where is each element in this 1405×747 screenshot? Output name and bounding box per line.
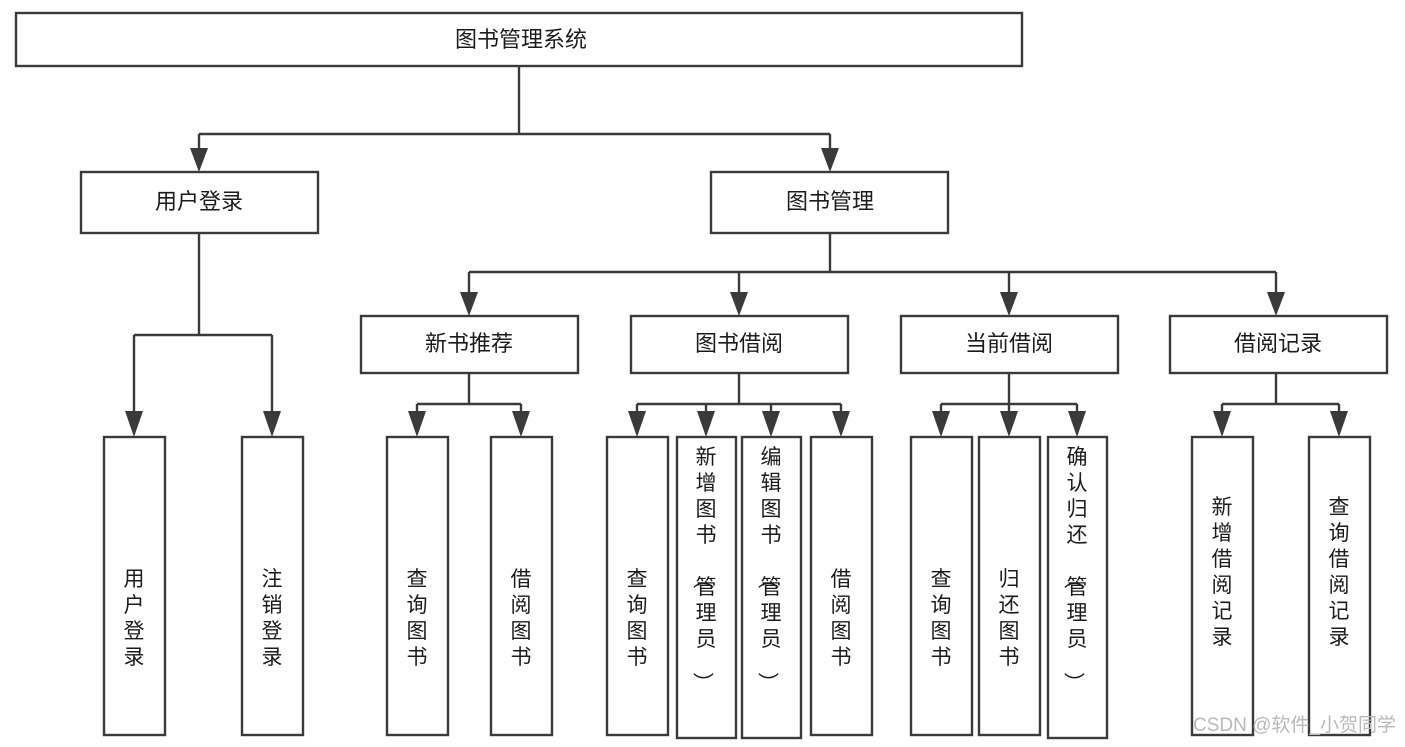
node-leaf-confirm-return-label: 确认归还（管理员） [1062, 446, 1088, 693]
node-leaf-query-book-2-box[interactable] [605, 435, 670, 737]
node-leaf-borrow-book-1-label: 借阅图书 [511, 568, 532, 669]
arrow-to-borrow-record [1267, 292, 1285, 316]
node-new-book-rec-label: 新书推荐 [425, 331, 513, 356]
node-leaf-return-book-label: 归还图书 [999, 568, 1020, 669]
node-leaf-return-book[interactable]: 归还图书 [977, 435, 1042, 737]
node-leaf-user-logout[interactable]: 注销登录 [240, 435, 305, 737]
node-leaf-user-login-label: 用户登录 [124, 568, 145, 669]
node-leaf-query-book-2[interactable]: 查询图书 [605, 435, 670, 737]
node-leaf-return-book-box[interactable] [977, 435, 1042, 737]
node-user-login[interactable]: 用户登录 [79, 170, 320, 235]
node-leaf-add-record-box[interactable] [1190, 435, 1255, 737]
watermark-label: CSDN @软件_小贺同学 [1193, 714, 1396, 736]
node-borrow-record[interactable]: 借阅记录 [1168, 314, 1389, 375]
arrow-to-book-borrow [730, 292, 748, 316]
node-book-borrow[interactable]: 图书借阅 [629, 314, 850, 375]
node-current-borrow[interactable]: 当前借阅 [899, 314, 1120, 375]
node-leaf-borrow-book-1-box[interactable] [489, 435, 554, 737]
node-book-manage-box[interactable] [709, 170, 950, 235]
arrow-leaf-add-record [1213, 411, 1231, 437]
node-user-login-box[interactable] [79, 170, 320, 235]
node-leaf-edit-book-label: 编辑图书（管理员） [756, 446, 782, 693]
node-leaf-add-record-label: 新增借阅记录 [1212, 496, 1233, 649]
node-new-book-rec-box[interactable] [359, 314, 580, 375]
connector-layer [125, 66, 1348, 437]
node-leaf-borrow-book-2-label: 借阅图书 [831, 568, 852, 669]
node-leaf-user-login-box[interactable] [102, 435, 167, 737]
node-leaf-borrow-book-1[interactable]: 借阅图书 [489, 435, 554, 737]
node-book-manage-label: 图书管理 [786, 189, 874, 214]
node-root[interactable]: 图书管理系统 [14, 11, 1024, 68]
arrow-leaf-query-book-3 [932, 411, 950, 437]
node-user-login-label: 用户登录 [155, 189, 243, 214]
arrow-leaf-borrow-book-2 [832, 411, 850, 437]
arrow-to-user-login [190, 148, 208, 172]
node-leaf-query-book-3[interactable]: 查询图书 [909, 435, 974, 737]
arrow-leaf-return-book [1000, 411, 1018, 437]
node-leaf-borrow-book-2-box[interactable] [809, 435, 874, 737]
node-leaf-user-logout-box[interactable] [240, 435, 305, 737]
arrow-leaf-query-book-2 [628, 411, 646, 437]
arrow-leaf-query-book-1 [408, 411, 426, 437]
node-leaf-add-book[interactable]: 新增图书（管理员） [675, 435, 738, 740]
node-leaf-query-record-box[interactable] [1307, 435, 1372, 737]
node-leaf-edit-book-box[interactable] [740, 435, 803, 740]
arrow-to-book-manage [821, 148, 839, 172]
node-leaf-confirm-return-box[interactable] [1046, 435, 1109, 740]
node-borrow-record-box[interactable] [1168, 314, 1389, 375]
node-leaf-edit-book[interactable]: 编辑图书（管理员） [740, 435, 803, 740]
node-leaf-user-login[interactable]: 用户登录 [102, 435, 167, 737]
arrow-to-current-borrow [1000, 292, 1018, 316]
arrow-to-new-book-rec [460, 292, 478, 316]
node-book-borrow-label: 图书借阅 [695, 331, 783, 356]
node-leaf-borrow-book-2[interactable]: 借阅图书 [809, 435, 874, 737]
arrow-leaf-user-login [125, 411, 143, 437]
node-book-manage[interactable]: 图书管理 [709, 170, 950, 235]
node-borrow-record-label: 借阅记录 [1234, 331, 1322, 356]
node-leaf-add-record[interactable]: 新增借阅记录 [1190, 435, 1255, 737]
node-leaf-confirm-return[interactable]: 确认归还（管理员） [1046, 435, 1109, 740]
node-leaf-query-book-3-label: 查询图书 [931, 568, 952, 669]
node-leaf-query-book-1[interactable]: 查询图书 [385, 435, 450, 737]
arrow-leaf-query-record [1330, 411, 1348, 437]
arrow-leaf-confirm-return [1068, 411, 1086, 437]
node-leaf-add-book-box[interactable] [675, 435, 738, 740]
node-leaf-query-book-3-box[interactable] [909, 435, 974, 737]
node-leaf-query-record[interactable]: 查询借阅记录 [1307, 435, 1372, 737]
node-leaf-query-book-1-box[interactable] [385, 435, 450, 737]
arrow-leaf-add-book [697, 411, 715, 437]
node-leaf-query-book-1-label: 查询图书 [407, 568, 428, 669]
node-leaf-query-book-2-label: 查询图书 [627, 568, 648, 669]
node-leaf-user-logout-label: 注销登录 [262, 568, 283, 669]
node-leaf-query-record-label: 查询借阅记录 [1329, 496, 1350, 649]
arrow-leaf-borrow-book-1 [512, 411, 530, 437]
arrow-leaf-user-logout [263, 411, 281, 437]
node-current-borrow-label: 当前借阅 [965, 331, 1053, 356]
node-new-book-rec[interactable]: 新书推荐 [359, 314, 580, 375]
node-current-borrow-box[interactable] [899, 314, 1120, 375]
node-book-borrow-box[interactable] [629, 314, 850, 375]
arrow-leaf-edit-book [762, 411, 780, 437]
node-root-label: 图书管理系统 [455, 27, 587, 52]
node-leaf-add-book-label: 新增图书（管理员） [691, 446, 717, 693]
node-root-box[interactable] [14, 11, 1024, 68]
